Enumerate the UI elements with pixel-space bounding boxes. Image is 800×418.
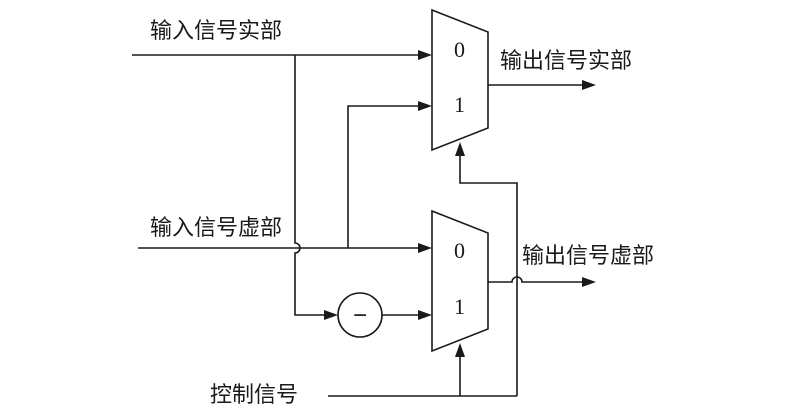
wire-real-branch-to-negate: [294, 55, 326, 316]
label-control: 控制信号: [210, 383, 298, 408]
arrow-negate-in: [324, 310, 338, 320]
negate-block: −: [337, 292, 383, 338]
mux-top-body: [431, 8, 489, 152]
mux-bottom-body: [431, 209, 489, 353]
arrow-top-select: [455, 142, 465, 156]
mux-bottom: 0 1: [431, 209, 489, 353]
arrow-top-port-1: [418, 101, 432, 111]
wire-imag-branch-to-top-mux: [347, 105, 420, 248]
label-output-imag: 输出信号虚部: [522, 244, 654, 269]
label-input-real: 输入信号实部: [150, 19, 282, 44]
arrow-output-imag: [582, 277, 596, 287]
mux-bottom-port-0: 0: [454, 238, 465, 263]
arrow-bottom-port-0: [418, 243, 432, 253]
mux-top: 0 1: [431, 8, 489, 152]
mux-bottom-port-1: 1: [454, 294, 465, 319]
arrow-bottom-select: [455, 343, 465, 357]
arrow-output-real: [582, 80, 596, 90]
mux-top-port-0: 0: [454, 37, 465, 62]
arrow-top-port-0: [418, 50, 432, 60]
wire-bottom-mux-out: [488, 276, 582, 283]
wire-control-to-top-select: [459, 154, 518, 396]
arrow-bottom-port-1: [418, 310, 432, 320]
label-input-imag: 输入信号虚部: [150, 216, 282, 241]
negate-symbol: −: [353, 302, 367, 329]
label-output-real: 输出信号实部: [500, 49, 632, 74]
mux-top-port-1: 1: [454, 92, 465, 117]
